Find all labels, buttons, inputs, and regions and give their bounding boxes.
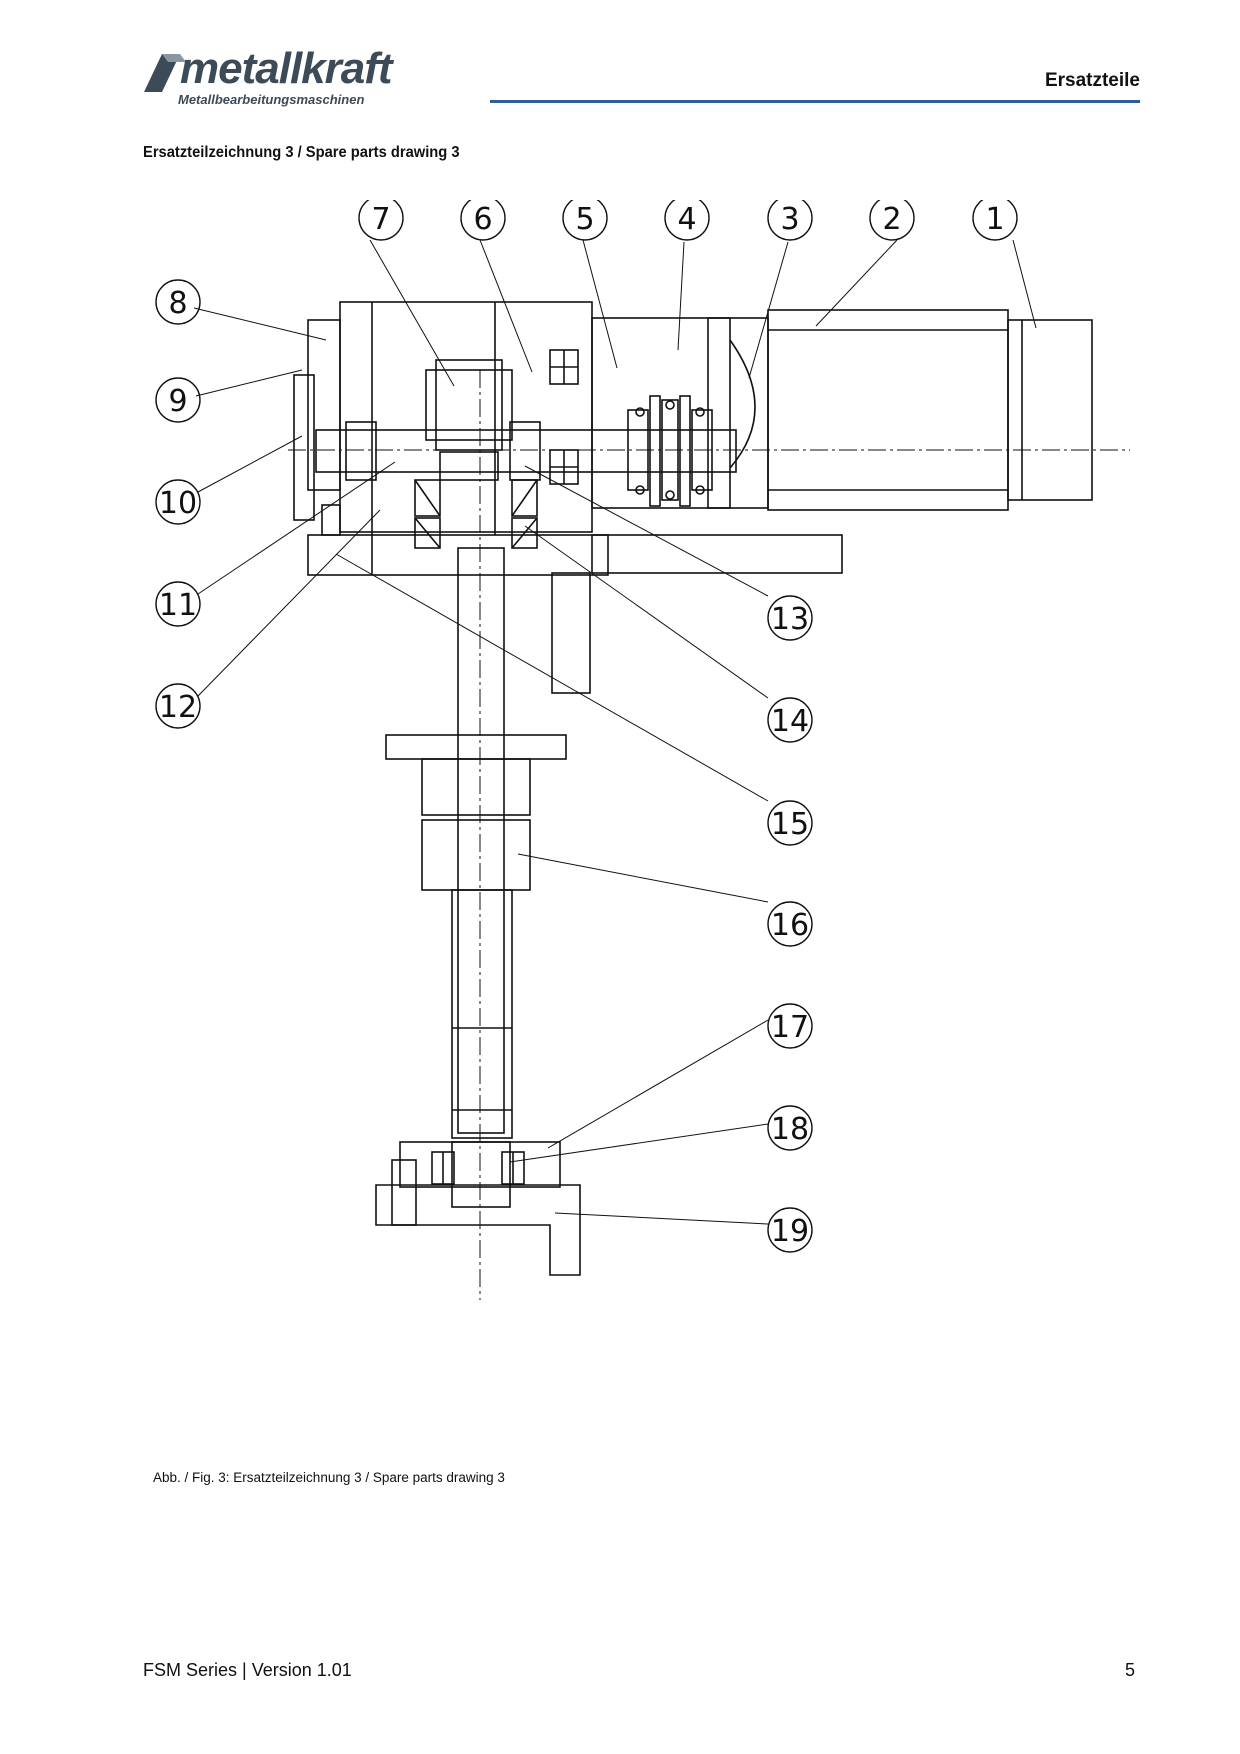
section-title: Ersatzteile — [1044, 70, 1140, 91]
svg-text:7: 7 — [371, 202, 390, 237]
callouts: 1 2 3 4 5 6 7 8 9 10 11 12 13 14 15 16 1… — [155, 200, 1018, 1253]
svg-text:11: 11 — [159, 588, 197, 623]
logo-tagline: Metallbearbeitungsmaschinen — [178, 92, 365, 107]
callout-4: 4 — [664, 200, 710, 241]
logo-wordmark: metallkraft — [180, 44, 393, 93]
callout-7: 7 — [358, 200, 404, 241]
callout-12: 12 — [155, 683, 201, 729]
header-rule — [490, 100, 1140, 103]
svg-text:8: 8 — [168, 286, 187, 321]
worm-gear — [425, 349, 579, 485]
page-number: 5 — [1124, 1660, 1135, 1680]
horizontal-shaft — [315, 421, 737, 481]
leader-lines — [193, 239, 1037, 1225]
svg-text:10: 10 — [159, 486, 197, 521]
svg-text:15: 15 — [771, 807, 809, 842]
callout-6: 6 — [460, 200, 506, 241]
callout-16: 16 — [767, 901, 813, 947]
figure-caption: Abb. / Fig. 3: Ersatzteilzeichnung 3 / S… — [153, 1470, 505, 1485]
svg-text:18: 18 — [771, 1112, 809, 1147]
callout-3: 3 — [767, 200, 813, 241]
svg-text:19: 19 — [771, 1214, 809, 1249]
svg-text:1: 1 — [985, 202, 1004, 237]
callout-2: 2 — [869, 200, 915, 241]
svg-text:6: 6 — [473, 202, 492, 237]
brand-logo: metallkraft Metallbearbeitungsmaschinen — [140, 44, 470, 112]
callout-15: 15 — [767, 800, 813, 846]
svg-text:13: 13 — [771, 602, 809, 637]
svg-text:17: 17 — [771, 1010, 809, 1045]
callout-9: 9 — [155, 377, 201, 423]
svg-text:14: 14 — [771, 704, 809, 739]
bottom-arm — [375, 1141, 581, 1276]
callout-13: 13 — [767, 595, 813, 641]
svg-text:12: 12 — [159, 690, 197, 725]
callout-8: 8 — [155, 279, 201, 325]
svg-text:3: 3 — [780, 202, 799, 237]
callout-1: 1 — [972, 200, 1018, 241]
callout-19: 19 — [767, 1207, 813, 1253]
svg-text:5: 5 — [575, 202, 594, 237]
gearbox-housing — [293, 301, 609, 576]
callout-18: 18 — [767, 1105, 813, 1151]
svg-text:4: 4 — [677, 202, 696, 237]
centre-lines — [288, 370, 1130, 1300]
callout-14: 14 — [767, 697, 813, 743]
coupling — [627, 395, 713, 507]
svg-text:2: 2 — [882, 202, 901, 237]
motor-body — [767, 309, 1093, 511]
svg-text:9: 9 — [168, 384, 187, 419]
logo-mark-icon — [144, 54, 186, 92]
page-title: Ersatzteilzeichnung 3 / Spare parts draw… — [143, 144, 460, 161]
taper-bearings — [414, 479, 538, 549]
spare-parts-drawing: 1 2 3 4 5 6 7 8 9 10 11 12 13 14 15 16 1… — [155, 200, 1130, 1300]
callout-11: 11 — [155, 581, 201, 627]
footer-series-version: FSM Series | Version 1.01 — [143, 1660, 352, 1680]
vertical-spindle — [385, 547, 567, 1139]
callout-5: 5 — [562, 200, 608, 241]
svg-text:16: 16 — [771, 908, 809, 943]
side-plate — [551, 534, 843, 694]
callout-17: 17 — [767, 1003, 813, 1049]
callout-10: 10 — [155, 479, 201, 525]
